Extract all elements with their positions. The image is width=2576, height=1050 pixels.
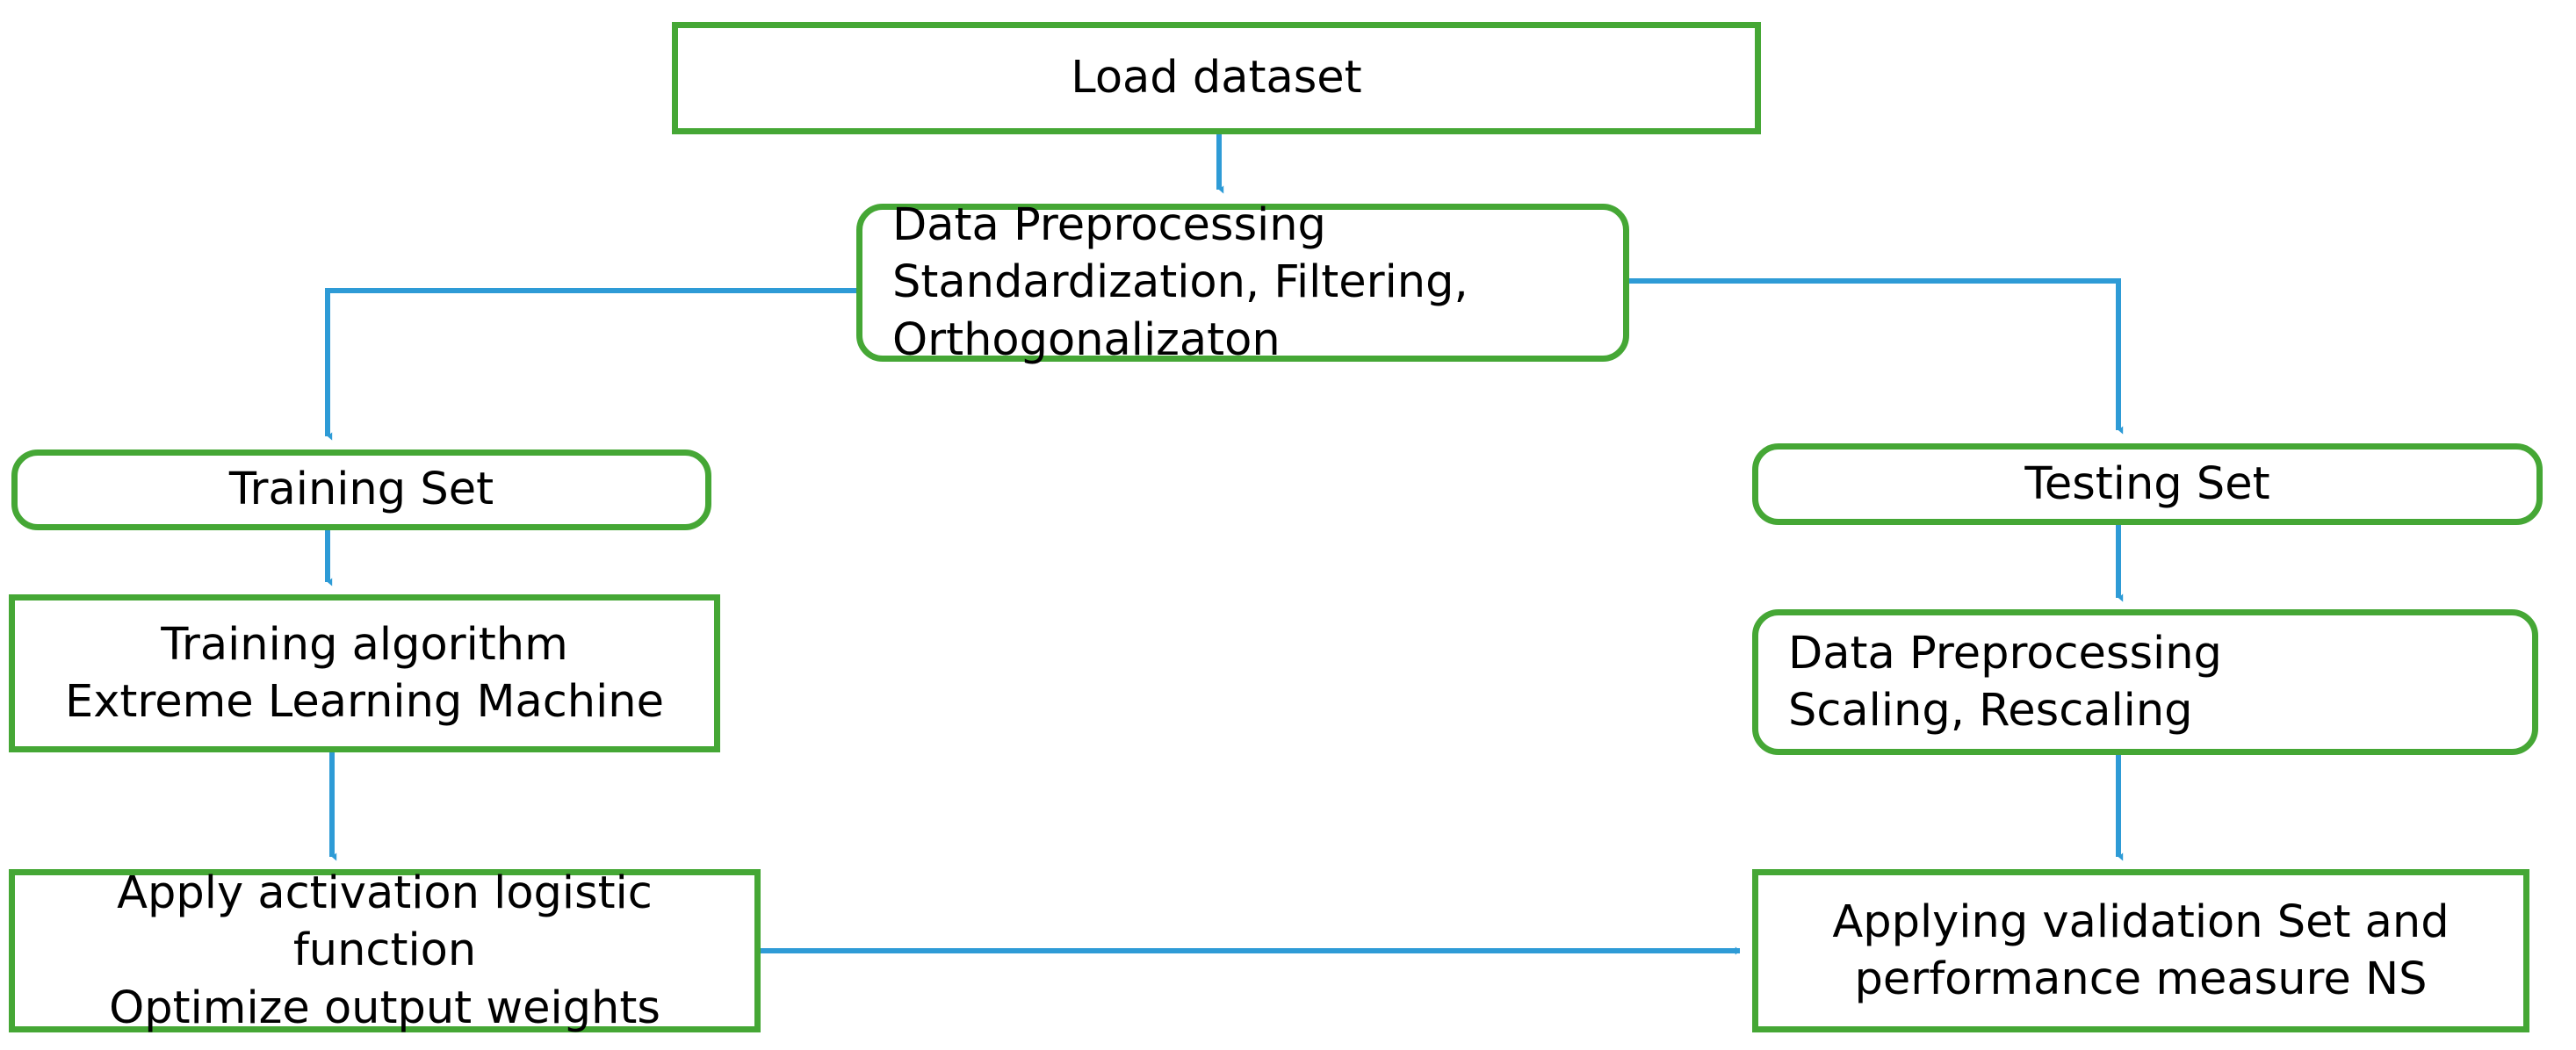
node-applying-validation-line-1: Applying validation Set and (1832, 895, 2450, 948)
node-apply-activation-line-1: Apply activation logistic (117, 867, 653, 920)
node-data-preprocessing-standardization-line-3: Orthogonalizaton (892, 313, 1281, 366)
node-data-preprocessing-scaling-line-2: Scaling, Rescaling (1788, 685, 2193, 737)
node-applying-validation-line-2: performance measure NS (1854, 953, 2428, 1005)
edge-preprocess-to-training (325, 288, 856, 441)
node-applying-validation[interactable]: Applying validation Set and performance … (1752, 869, 2529, 1032)
node-training-set[interactable]: Training Set (11, 449, 711, 530)
edge-preprocess-to-testing (1629, 278, 2124, 435)
node-load-dataset-line-1: Load dataset (1071, 52, 1362, 104)
node-testing-set-line-1: Testing Set (2024, 457, 2270, 510)
node-training-algorithm-line-1: Training algorithm (161, 618, 568, 671)
node-training-algorithm-line-2: Extreme Learning Machine (64, 676, 664, 728)
node-testing-set[interactable]: Testing Set (1752, 443, 2543, 525)
node-data-preprocessing-standardization-line-2: Standardization, Filtering, (892, 256, 1468, 309)
node-data-preprocessing-scaling-line-1: Data Preprocessing (1788, 627, 2222, 680)
node-data-preprocessing-standardization[interactable]: Data Preprocessing Standardization, Filt… (856, 199, 1629, 366)
node-load-dataset[interactable]: Load dataset (672, 22, 1761, 134)
node-data-preprocessing-standardization-line-1: Data Preprocessing (892, 199, 1326, 252)
node-apply-activation[interactable]: Apply activation logistic function Optim… (9, 867, 761, 1034)
node-training-algorithm[interactable]: Training algorithm Extreme Learning Mach… (9, 594, 720, 752)
node-data-preprocessing-scaling[interactable]: Data Preprocessing Scaling, Rescaling (1752, 609, 2538, 755)
node-apply-activation-line-2: function (292, 924, 477, 977)
node-apply-activation-line-3: Optimize output weights (109, 982, 660, 1034)
node-training-set-line-1: Training Set (228, 464, 494, 516)
